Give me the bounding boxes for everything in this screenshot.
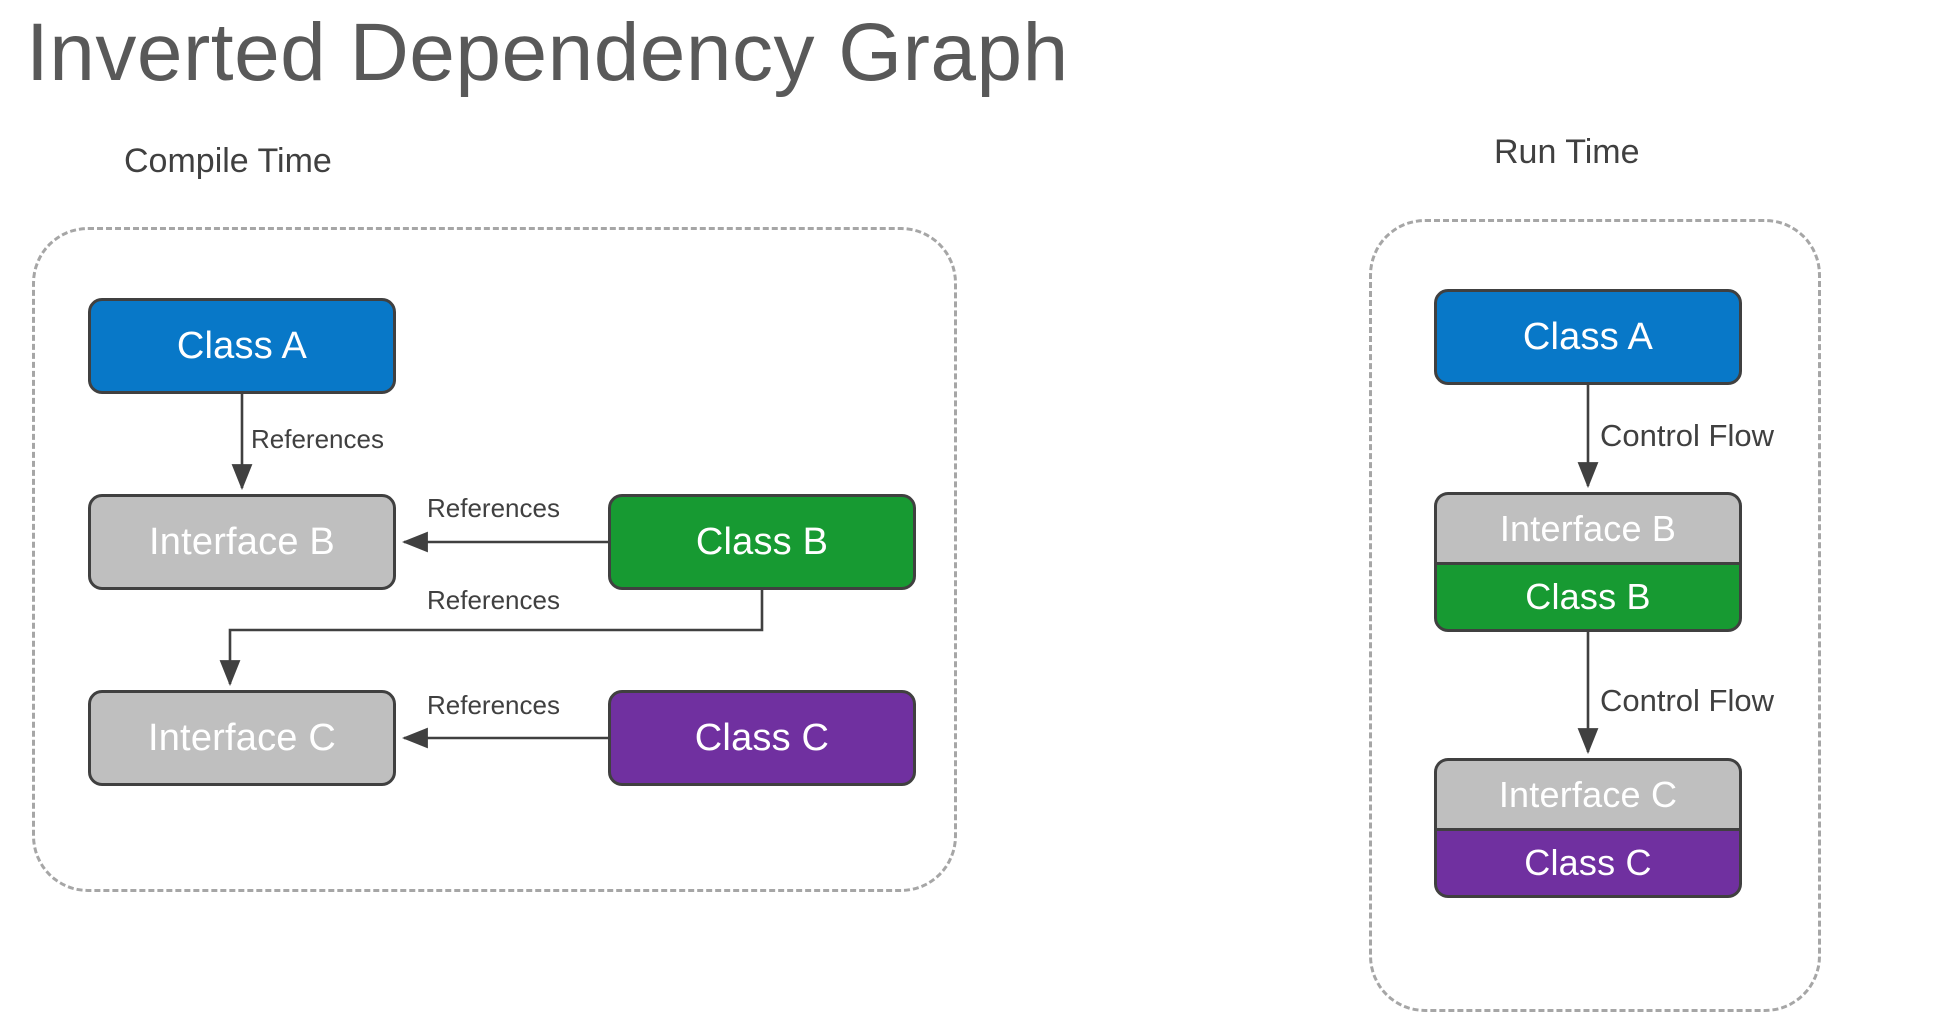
node-label: Class C: [694, 716, 830, 759]
node-compile-class-c[interactable]: Class C: [608, 690, 916, 786]
edge-label-run-a-to-interface-b: Control Flow: [1600, 418, 1774, 453]
node-label: Class A: [176, 324, 308, 367]
edge-label-compile-b-to-interface-b: References: [427, 493, 560, 523]
node-run-class-a[interactable]: Class A: [1434, 289, 1742, 385]
node-label: Class A: [1522, 315, 1654, 358]
edge-label-compile-a-to-interface-b: References: [251, 424, 384, 454]
node-run-class-c[interactable]: Class C: [1434, 828, 1742, 898]
edge-label-run-b-to-interface-c: Control Flow: [1600, 683, 1774, 718]
node-run-interface-b[interactable]: Interface B: [1434, 492, 1742, 562]
node-label: Interface B: [149, 520, 335, 563]
group-caption-run-time: Run Time: [1494, 133, 1640, 171]
node-run-interface-c[interactable]: Interface C: [1434, 758, 1742, 828]
node-label: Class B: [695, 520, 829, 563]
node-label: Class C: [1524, 842, 1652, 883]
group-boundary-compile-time: [32, 227, 957, 892]
node-stack-run-c: Interface C Class C: [1434, 758, 1742, 898]
node-compile-interface-b[interactable]: Interface B: [88, 494, 396, 590]
page-title: Inverted Dependency Graph: [26, 7, 1069, 98]
node-run-class-b[interactable]: Class B: [1434, 562, 1742, 632]
node-label: Interface B: [1499, 507, 1677, 549]
node-compile-class-b[interactable]: Class B: [608, 494, 916, 590]
node-stack-run-b: Interface B Class B: [1434, 492, 1742, 632]
edge-label-compile-b-to-interface-c: References: [427, 585, 560, 615]
group-boundary-run-time: [1369, 219, 1821, 1012]
node-label: Class B: [1525, 576, 1651, 617]
node-label: Interface C: [1498, 773, 1678, 815]
edge-label-compile-c-to-interface-c: References: [427, 690, 560, 720]
node-label: Interface C: [147, 716, 337, 759]
group-caption-compile-time: Compile Time: [124, 142, 332, 180]
node-compile-class-a[interactable]: Class A: [88, 298, 396, 394]
node-compile-interface-c[interactable]: Interface C: [88, 690, 396, 786]
